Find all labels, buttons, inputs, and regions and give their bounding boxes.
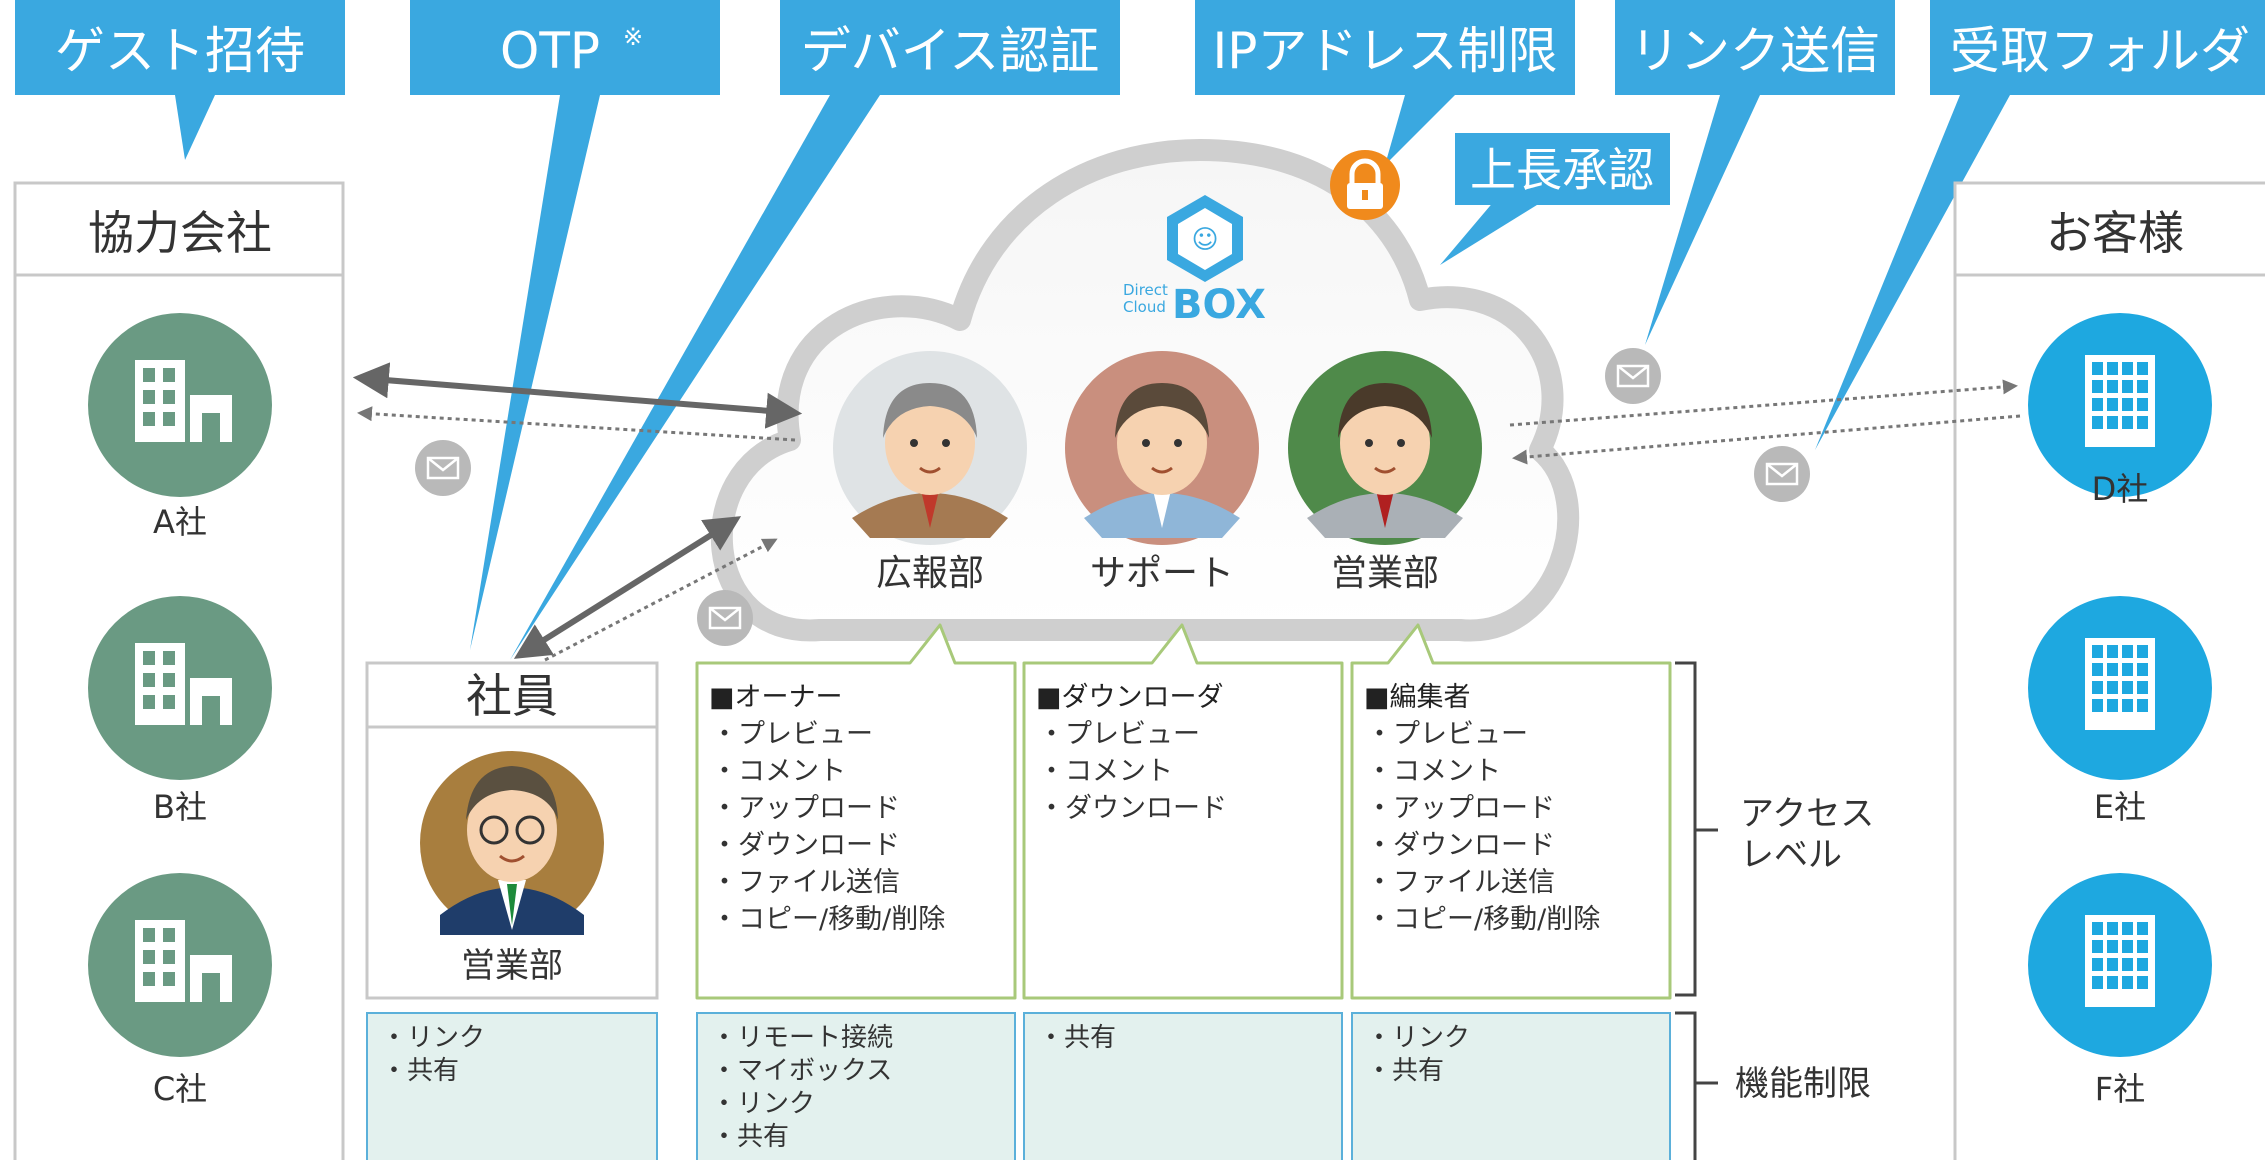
- partner-dotted-arrow: [357, 406, 796, 442]
- otp-text: OTP: [500, 22, 600, 80]
- function-restriction-bracket: [1675, 1011, 1718, 1160]
- access-level-item: ・ダウンロード: [1038, 793, 1227, 824]
- partner-solid-arrow: [352, 362, 803, 429]
- mail-icon: [1754, 446, 1810, 502]
- partner-building-icon: [88, 873, 272, 1057]
- access-level-box: ■編集者・プレビュー・コメント・アップロード・ダウンロード・ファイル送信・コピー…: [1350, 623, 1672, 1000]
- access-level-item: ・プレビュー: [1366, 719, 1528, 750]
- device-auth-label: デバイス認証: [780, 0, 1120, 95]
- function-restriction-item: ・共有: [1038, 1023, 1116, 1053]
- directcloud-logo: ☺ Direct Cloud BOX: [1123, 195, 1266, 328]
- customer-building-icon: [2028, 313, 2212, 497]
- function-restriction-box: ・共有: [1023, 1012, 1343, 1160]
- access-level-item: ・アップロード: [711, 793, 900, 824]
- otp-label: OTP ※: [410, 0, 720, 95]
- access-level-item: ・コピー/移動/削除: [711, 904, 945, 935]
- cloud-member-label: 広報部: [876, 553, 984, 594]
- mail-icon: [415, 440, 471, 496]
- access-level-item: ・アップロード: [1366, 793, 1555, 824]
- access-level-box: ■オーナー・プレビュー・コメント・アップロード・ダウンロード・ファイル送信・コピ…: [695, 623, 1017, 1000]
- customer-company-label: E社: [2094, 788, 2146, 826]
- customer-dotted-arrow-out: [1509, 379, 2018, 427]
- logo-box-text: BOX: [1172, 282, 1266, 328]
- access-level-item: ・ファイル送信: [1366, 867, 1555, 898]
- access-level-item: ・ダウンロード: [711, 830, 900, 861]
- cloud-member-label: 営業部: [1331, 553, 1439, 594]
- employee-solid-arrow: [513, 516, 742, 659]
- supervisor-approval-text: 上長承認: [1470, 143, 1654, 197]
- function-restriction-item: ・リモート接続: [711, 1023, 893, 1053]
- logo-cloud-text: Cloud: [1123, 298, 1166, 316]
- guest-invite-text: ゲスト招待: [55, 22, 305, 80]
- function-restriction-box: ・リンク・共有: [366, 1012, 658, 1160]
- access-level-box-title: ■編集者: [1364, 682, 1471, 713]
- employee-dept: 営業部: [461, 946, 563, 986]
- cloud-member-avatar: [1065, 351, 1259, 545]
- function-restriction-item: ・共有: [381, 1056, 459, 1086]
- customer-company-label: F社: [2095, 1070, 2145, 1108]
- link-send-label: リンク送信: [1615, 0, 1895, 95]
- access-level-item: ・プレビュー: [711, 719, 873, 750]
- lock-icon: [1330, 150, 1400, 220]
- access-level-item: ・ダウンロード: [1366, 830, 1555, 861]
- mail-icon: [697, 590, 753, 646]
- access-level-box-title: ■ダウンローダ: [1036, 682, 1224, 713]
- customer-company-label: D社: [2092, 470, 2149, 508]
- function-restriction-item: ・リンク: [711, 1089, 815, 1119]
- customers-title: お客様: [2046, 206, 2184, 260]
- access-level-bracket: [1675, 661, 1718, 997]
- access-level-item: ・コメント: [1366, 756, 1501, 787]
- otp-pointer: [470, 95, 600, 650]
- function-restriction-item: ・マイボックス: [711, 1056, 892, 1086]
- function-restriction-box: ・リモート接続・マイボックス・リンク・共有: [696, 1012, 1016, 1160]
- function-restriction-item: ・共有: [1366, 1056, 1444, 1086]
- otp-note-mark: ※: [623, 23, 643, 51]
- partner-company-label: C社: [153, 1070, 207, 1108]
- device-auth-text: デバイス認証: [801, 22, 1100, 80]
- link-send-text: リンク送信: [1630, 22, 1880, 80]
- ip-restrict-pointer: [1385, 95, 1455, 165]
- partner-company-label: A社: [153, 503, 207, 541]
- function-restriction-item: ・共有: [711, 1122, 789, 1152]
- access-level-label-line1: アクセス: [1740, 794, 1874, 834]
- function-restriction-item: ・リンク: [1366, 1023, 1470, 1053]
- svg-text:☺: ☺: [1191, 225, 1218, 255]
- cloud-member-label: サポート: [1090, 553, 1234, 594]
- function-restriction-box: ・リンク・共有: [1351, 1012, 1671, 1160]
- access-level-item: ・プレビュー: [1038, 719, 1200, 750]
- cloud-member-avatar: [833, 351, 1027, 545]
- employee-avatar: [420, 751, 604, 935]
- employee-title: 社員: [466, 669, 558, 723]
- access-level-item: ・コメント: [1038, 756, 1173, 787]
- access-level-item: ・コメント: [711, 756, 846, 787]
- supervisor-approval-callout: 上長承認: [1440, 133, 1670, 265]
- customer-building-icon: [2028, 596, 2212, 780]
- access-level-box: ■ダウンローダ・プレビュー・コメント・ダウンロード: [1022, 623, 1344, 1000]
- receive-folder-label: 受取フォルダ: [1930, 0, 2265, 95]
- guest-invite-pointer: [175, 95, 215, 160]
- access-level-box-title: ■オーナー: [709, 682, 843, 713]
- receive-folder-text: 受取フォルダ: [1950, 22, 2250, 80]
- function-restriction-item: ・リンク: [381, 1023, 485, 1053]
- access-level-item: ・コピー/移動/削除: [1366, 904, 1600, 935]
- function-restriction-label: 機能制限: [1735, 1064, 1871, 1104]
- guest-invite-label: ゲスト招待: [15, 0, 345, 95]
- partners-title: 協力会社: [88, 206, 272, 260]
- access-level-label-line2: レベル: [1740, 835, 1842, 875]
- mail-icon: [1605, 348, 1661, 404]
- logo-direct-text: Direct: [1123, 281, 1168, 299]
- ip-restrict-label: IPアドレス制限: [1195, 0, 1575, 95]
- employee-dotted-arrow: [544, 538, 778, 662]
- partner-company-label: B社: [153, 788, 207, 826]
- partner-building-icon: [88, 596, 272, 780]
- cloud-member-avatar: [1288, 351, 1482, 545]
- link-send-pointer: [1645, 95, 1760, 345]
- customer-building-icon: [2028, 873, 2212, 1057]
- access-level-item: ・ファイル送信: [711, 867, 900, 898]
- ip-restrict-text: IPアドレス制限: [1213, 22, 1558, 80]
- partner-building-icon: [88, 313, 272, 497]
